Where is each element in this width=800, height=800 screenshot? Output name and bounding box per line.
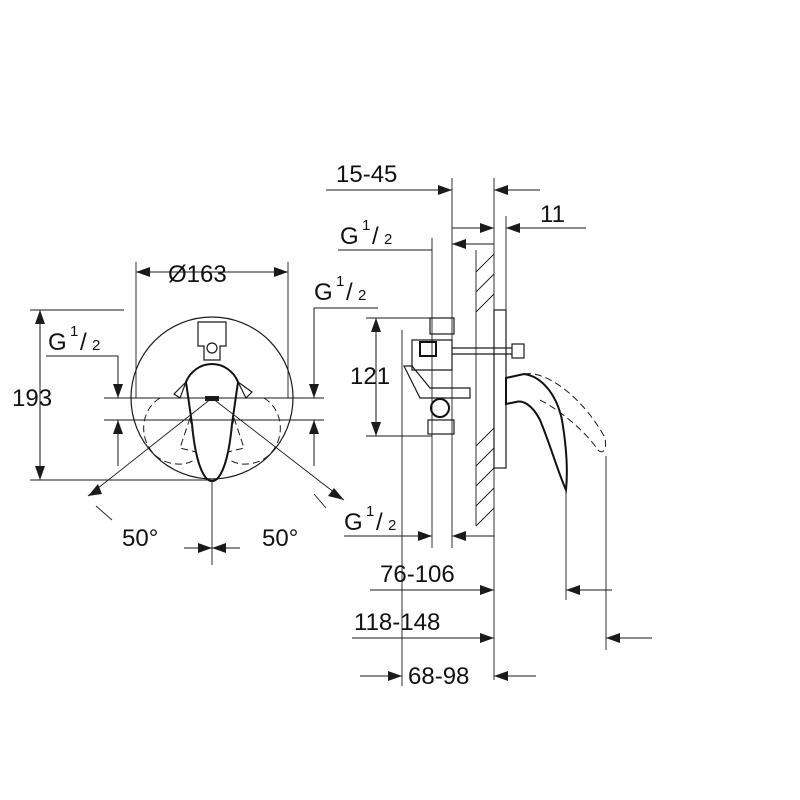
valve-bottom-cap (427, 419, 455, 435)
r1545-arrow (438, 185, 452, 195)
valve-fitting-circle (430, 398, 450, 418)
thread-left-den: 2 (92, 337, 100, 354)
rotated-handle-right (227, 417, 245, 453)
dimension-labels: Ø163 193 50° 50° 121 15-45 11 76-106 118… (12, 161, 565, 690)
rotation-arc-left (143, 397, 195, 465)
thread-label-top: G 1 / 2 (340, 217, 392, 250)
r118-arrow (480, 633, 494, 643)
g-right-arrow-bottom (309, 420, 319, 434)
d11-arrow-left (480, 223, 494, 233)
thread-right-base: G (314, 279, 333, 306)
angle-arrow-right (328, 488, 344, 500)
thread-label-right: G 1 / 2 (314, 273, 366, 306)
valve-cap (429, 317, 455, 335)
g-bottom-arrow-left (418, 531, 432, 541)
label-angle-right: 50° (262, 525, 298, 552)
h193-arrow-top (35, 310, 45, 324)
handle-profile (505, 372, 568, 494)
label-angle-left: 50° (122, 525, 158, 552)
r118-arrow-right (606, 633, 620, 643)
angle-tick-left (95, 505, 113, 521)
r76-arrow-right (566, 585, 580, 595)
thread-bottom-base: G (344, 509, 363, 536)
dia-arrow-right (274, 267, 288, 277)
thread-top-num: 1 (362, 217, 370, 234)
thread-bottom-den: 2 (388, 517, 396, 534)
r76-arrow (480, 585, 494, 595)
valve-block-upper (411, 339, 453, 371)
handle-fin-left (173, 381, 187, 399)
wall-hatching (475, 253, 495, 527)
g-top-arrow (452, 239, 466, 249)
thread-bottom-slash: / (376, 509, 383, 536)
thread-right-num: 1 (336, 273, 344, 290)
r1545-arrow-right (494, 185, 508, 195)
r68-arrow-left (388, 671, 402, 681)
thread-top-base: G (340, 223, 359, 250)
rotated-handle-left (179, 417, 197, 453)
handle-lever (184, 362, 240, 482)
label-range-118-148: 118-148 (354, 609, 440, 636)
r68-arrow-right (494, 671, 508, 681)
label-value-11: 11 (540, 201, 565, 228)
g-right-arrow-top (309, 384, 319, 398)
rotation-arc-right (229, 397, 281, 465)
thread-left-base: G (48, 329, 67, 356)
thread-top-slash: / (372, 223, 379, 250)
angle-dim-arrow-a (198, 543, 212, 553)
label-range-68-98: 68-98 (408, 663, 469, 690)
angle-tick-right (313, 493, 327, 509)
thread-top-den: 2 (384, 231, 392, 248)
thread-right-den: 2 (358, 287, 366, 304)
handle-profile-rotated (523, 373, 607, 453)
label-diameter: Ø163 (168, 261, 227, 288)
label-height-121: 121 (350, 363, 390, 390)
g-left-arrow-bottom (113, 420, 123, 434)
h121-arrow-bottom (371, 422, 381, 436)
thread-bottom-num: 1 (366, 503, 374, 520)
g-bottom-arrow-right (452, 531, 466, 541)
valve-body-top (197, 321, 227, 361)
valve-block-lower (403, 365, 471, 399)
angle-line-left (87, 397, 213, 497)
dia-arrow-left (136, 267, 150, 277)
angle-dim-arrow-b (212, 543, 226, 553)
g-left-arrow-top (113, 384, 123, 398)
thread-left-num: 1 (70, 323, 78, 340)
thread-label-bottom: G 1 / 2 (344, 503, 396, 536)
valve-port (419, 341, 437, 357)
angle-line-right (211, 397, 345, 501)
h121-arrow-top (371, 318, 381, 332)
thread-label-left: G 1 / 2 (48, 323, 100, 356)
valve-screw (206, 342, 218, 354)
front-view (30, 262, 378, 565)
handle-fin-right (237, 381, 253, 400)
spindle-end (511, 343, 525, 359)
label-range-76-106: 76-106 (380, 561, 455, 588)
rosette-plate (493, 309, 507, 469)
thread-right-slash: / (346, 279, 353, 306)
thread-left-slash: / (80, 329, 87, 356)
label-height-193: 193 (12, 385, 52, 412)
angle-arrow-left (88, 484, 102, 496)
side-view (326, 178, 652, 686)
d11-arrow-right (506, 223, 520, 233)
h193-arrow-bottom (35, 466, 45, 480)
label-range-15-45: 15-45 (336, 161, 397, 188)
